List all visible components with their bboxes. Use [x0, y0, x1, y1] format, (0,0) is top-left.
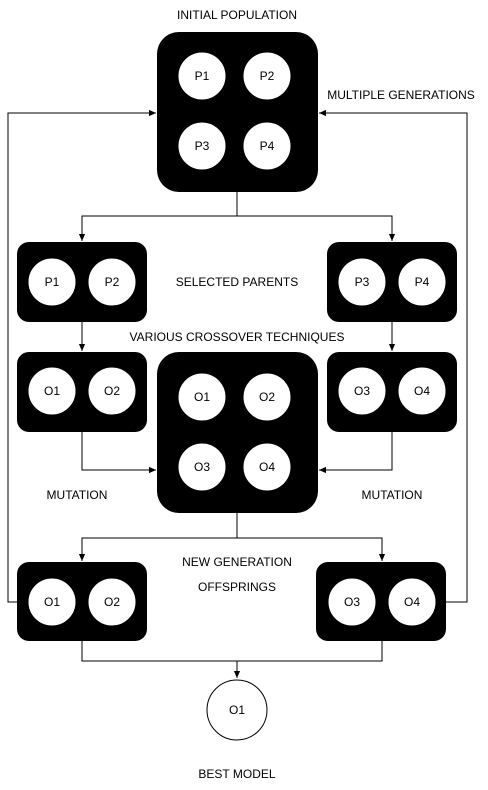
initial-population-box: [157, 32, 318, 192]
label-selected-parents: SELECTED PARENTS: [176, 275, 298, 289]
label-best-model: BEST MODEL: [198, 767, 275, 781]
node-parent-right-2: [397, 257, 447, 307]
node-off-right-2: [397, 366, 447, 416]
nodes: P1 P2 P3 P4 P1 P2 P3 P4 O1 O2 O3 O4 O1 O…: [17, 32, 457, 741]
best-model-node-label: O1: [229, 703, 245, 717]
node-new-left-2-label: O2: [104, 595, 120, 609]
node-off-left-1: [27, 366, 77, 416]
best-model-node: [206, 679, 268, 741]
node-new-right-2: [387, 577, 437, 627]
label-mutation-left: MUTATION: [47, 488, 108, 502]
node-pop-2-label: P2: [260, 69, 275, 83]
node-parent-left-1: [27, 257, 77, 307]
node-off-left-1-label: O1: [44, 384, 60, 398]
node-new-left-1: [27, 577, 77, 627]
node-off-right-2-label: O4: [414, 384, 430, 398]
node-center-3-label: O3: [194, 460, 210, 474]
node-parent-left-2: [87, 257, 137, 307]
label-offsprings: OFFSPRINGS: [198, 580, 276, 594]
node-parent-left-2-label: P2: [105, 275, 120, 289]
mutation-center-box: [157, 352, 318, 513]
node-off-left-2-label: O2: [104, 384, 120, 398]
edges: [7, 109, 468, 678]
node-new-left-1-label: O1: [44, 595, 60, 609]
node-parent-left-1-label: P1: [45, 275, 60, 289]
node-center-4-label: O4: [259, 460, 275, 474]
node-pop-1: [177, 51, 227, 101]
node-off-left-2: [87, 366, 137, 416]
node-new-right-1: [327, 577, 377, 627]
labels: INITIAL POPULATION MULTIPLE GENERATIONS …: [47, 8, 481, 781]
node-center-3: [177, 442, 227, 492]
node-center-2-label: O2: [259, 390, 275, 404]
edge-off-right-to-center: [319, 432, 393, 474]
label-crossover: VARIOUS CROSSOVER TECHNIQUES: [130, 330, 345, 344]
label-mutation-right: MUTATION: [362, 488, 423, 502]
node-pop-3-label: P3: [195, 139, 210, 153]
edge-pop-to-parents-left: [78, 192, 238, 241]
node-center-2: [242, 372, 292, 422]
edge-loop-left: [7, 109, 156, 603]
edge-new-right-to-best: [237, 641, 383, 662]
node-off-right-1-label: O3: [354, 384, 370, 398]
edge-center-to-new-right: [237, 537, 386, 561]
edge-off-left-to-center: [81, 432, 156, 474]
node-pop-1-label: P1: [195, 69, 210, 83]
label-new-generation: NEW GENERATION: [182, 555, 292, 569]
node-parent-right-1: [337, 257, 387, 307]
edge-center-to-new-left: [78, 513, 238, 561]
node-off-right-1: [337, 366, 387, 416]
node-pop-2: [242, 51, 292, 101]
label-initial-population: INITIAL POPULATION: [177, 8, 297, 22]
node-pop-3: [177, 121, 227, 171]
edge-new-left-to-best: [81, 641, 241, 678]
edge-loop-right: [319, 109, 468, 603]
node-center-1: [177, 372, 227, 422]
node-parent-right-1-label: P3: [355, 275, 370, 289]
node-center-4: [242, 442, 292, 492]
node-pop-4-label: P4: [260, 139, 275, 153]
label-multiple-generations: MULTIPLE GENERATIONS: [327, 88, 475, 102]
node-parent-right-2-label: P4: [415, 275, 430, 289]
node-new-right-2-label: O4: [404, 595, 420, 609]
node-center-1-label: O1: [194, 390, 210, 404]
node-pop-4: [242, 121, 292, 171]
node-new-left-2: [87, 577, 137, 627]
node-new-right-1-label: O3: [344, 595, 360, 609]
edge-pop-to-parents-right: [237, 215, 396, 241]
